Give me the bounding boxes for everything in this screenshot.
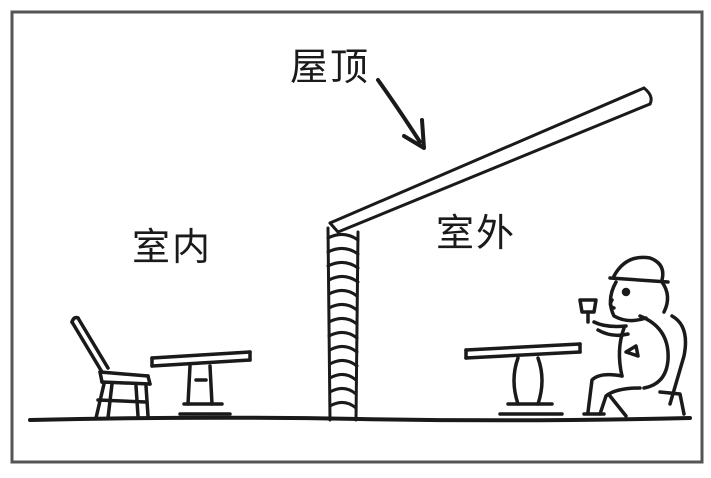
roof-arrow: [376, 78, 426, 150]
indoor-table: [150, 350, 252, 416]
indoor-chair: [70, 315, 152, 420]
indoor-label: 室内: [132, 225, 213, 269]
seated-person: [578, 255, 688, 418]
roof-label: 屋顶: [290, 45, 371, 89]
outdoor-label: 室外: [436, 211, 517, 255]
frame-border: [10, 10, 704, 464]
roof-plank: [328, 86, 653, 234]
wall-column: [326, 226, 360, 422]
outdoor-table: [464, 342, 582, 416]
ground-line: [28, 415, 692, 423]
